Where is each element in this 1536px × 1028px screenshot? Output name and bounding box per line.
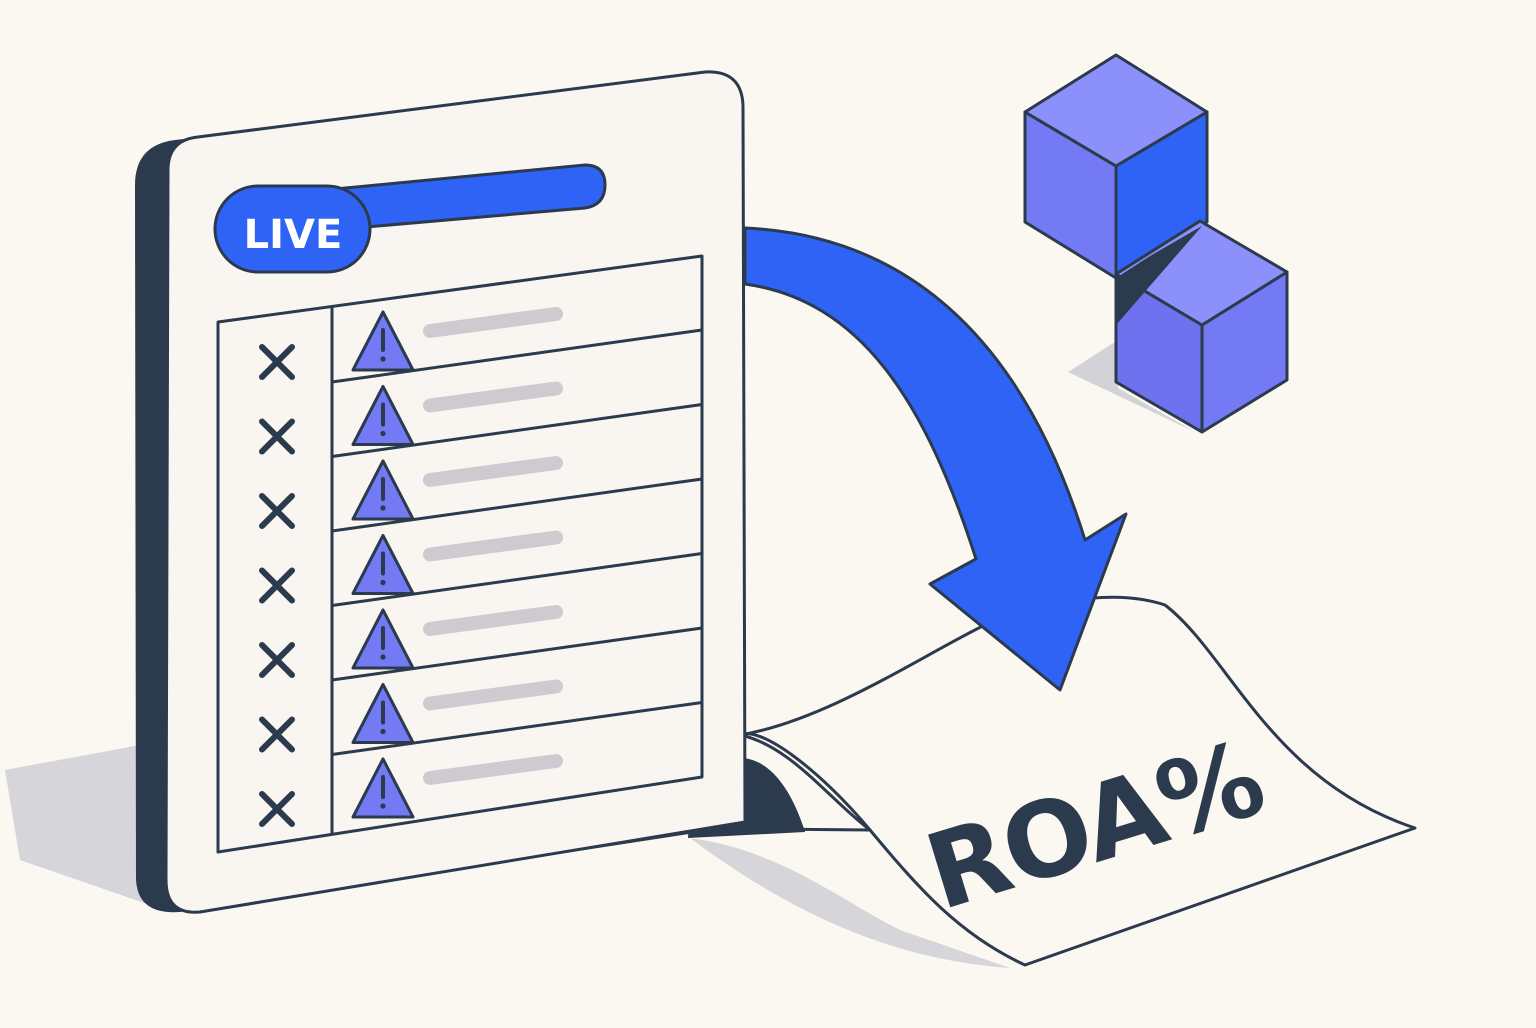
table-row[interactable]	[259, 307, 563, 380]
cube-bottom-top-face	[1114, 219, 1289, 327]
warning-triangle-icon	[351, 608, 415, 670]
warning-triangle-icon	[351, 534, 415, 595]
issue-table	[216, 254, 704, 854]
row-separator	[331, 552, 703, 607]
x-mark-icon[interactable]	[259, 418, 295, 455]
warning-triangle-icon	[351, 757, 415, 819]
curved-arrow-down-icon	[743, 226, 1128, 692]
x-mark-icon[interactable]	[259, 493, 295, 529]
x-mark-icon[interactable]	[259, 716, 295, 753]
cube-top-top-face	[1023, 53, 1209, 168]
row-placeholder-text	[423, 679, 563, 711]
live-badge[interactable]	[213, 184, 372, 274]
row-separator	[331, 477, 703, 533]
issue-table-rows	[259, 307, 563, 827]
x-mark-icon[interactable]	[259, 791, 295, 827]
x-mark-icon[interactable]	[259, 567, 295, 604]
row-placeholder-text	[423, 754, 563, 785]
warning-triangle-icon	[351, 385, 415, 446]
sheet-floor-shadow	[690, 838, 1010, 968]
row-separator	[331, 328, 703, 384]
table-row[interactable]	[259, 679, 563, 753]
x-mark-icon[interactable]	[259, 642, 295, 678]
panel-floor-shadow	[5, 745, 150, 905]
row-placeholder-text	[423, 381, 563, 413]
row-separator	[331, 626, 703, 682]
warning-triangle-icon	[351, 459, 415, 521]
table-row[interactable]	[259, 754, 563, 827]
stacked-cubes-icon	[1023, 53, 1289, 434]
table-row[interactable]	[259, 456, 563, 529]
table-row[interactable]	[259, 530, 563, 604]
issue-table-row-lines	[331, 328, 703, 756]
row-placeholder-text	[423, 456, 563, 487]
warning-triangle-icon	[351, 683, 415, 744]
cube-top	[1023, 53, 1209, 280]
row-placeholder-text	[423, 307, 563, 338]
table-row[interactable]	[259, 605, 563, 678]
cube-bottom	[1114, 219, 1289, 434]
warning-triangle-icon	[351, 310, 415, 372]
row-separator	[331, 701, 703, 756]
row-placeholder-text	[423, 530, 563, 562]
live-panel: LIVE	[135, 70, 747, 914]
row-separator	[331, 403, 703, 458]
live-badge-label: LIVE	[244, 212, 343, 258]
table-row[interactable]	[259, 381, 563, 455]
cube-joint-shadow	[1116, 226, 1202, 325]
row-placeholder-text	[423, 605, 563, 636]
x-mark-icon[interactable]	[259, 344, 295, 380]
cubes-floor-shadow	[1068, 340, 1195, 432]
